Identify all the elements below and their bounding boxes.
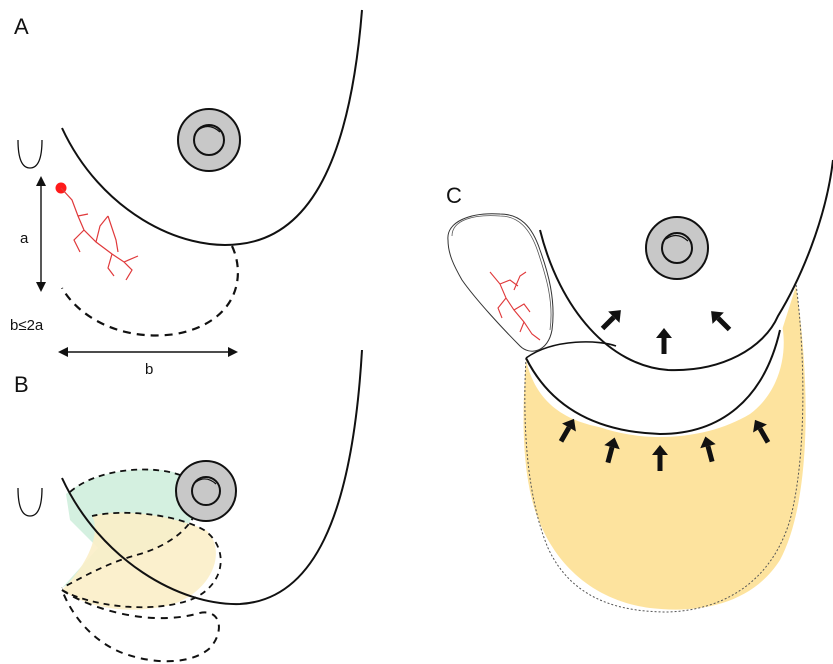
- compression-arrow-icon: [656, 328, 672, 354]
- nipple-icon: [662, 233, 692, 263]
- areola-icon: [176, 461, 236, 521]
- flap-tongue: [448, 214, 553, 351]
- panel-b: B: [14, 350, 362, 661]
- compression-arrows-upper: [597, 304, 735, 354]
- panel-a-label: A: [14, 14, 29, 39]
- umbilicus-icon: [18, 140, 42, 168]
- panel-b-label: B: [14, 372, 29, 397]
- constraint-label: b≤2a: [10, 317, 44, 334]
- panel-c: C: [446, 160, 833, 612]
- compression-arrow-icon: [597, 304, 627, 334]
- panel-a: A a b≤2a b: [10, 10, 362, 378]
- compression-arrow-icon: [705, 305, 735, 335]
- umbilicus-icon: [18, 488, 42, 516]
- panel-c-label: C: [446, 183, 462, 208]
- areola-icon: [178, 109, 240, 171]
- dimension-a-label: a: [20, 230, 29, 247]
- dimension-b-label: b: [145, 361, 153, 378]
- vessel-branches: [61, 188, 138, 280]
- flap-dashed-outline: [62, 246, 238, 335]
- areola-icon: [646, 217, 708, 279]
